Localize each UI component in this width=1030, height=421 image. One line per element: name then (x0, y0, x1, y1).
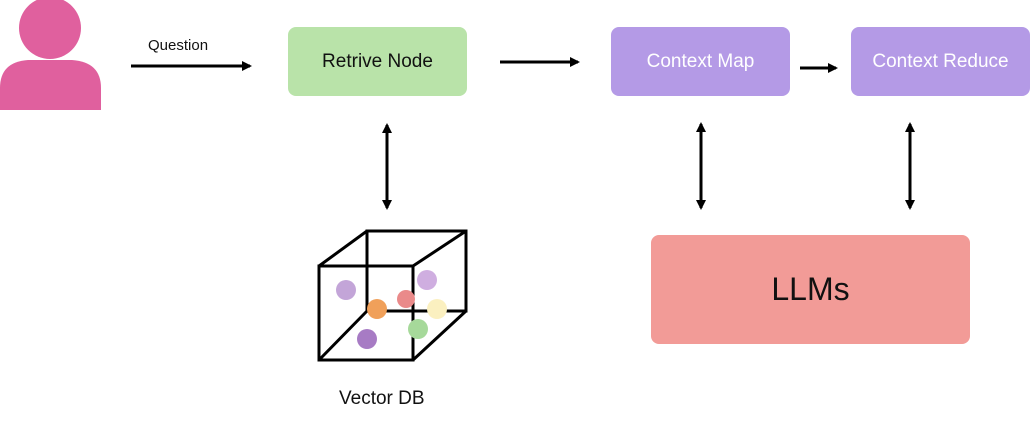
vector-point (408, 319, 428, 339)
retrieve-node: Retrive Node (288, 27, 467, 96)
vector-points (336, 270, 447, 349)
vector-point (397, 290, 415, 308)
vector-point (367, 299, 387, 319)
question-edge-label: Question (148, 37, 209, 54)
context-map-node: Context Map (611, 27, 790, 96)
context-reduce-node-label: Context Reduce (872, 50, 1009, 72)
llms-node: LLMs (651, 235, 970, 344)
vector-point (427, 299, 447, 319)
vector-point (417, 270, 437, 290)
user-icon (0, 0, 101, 110)
context-map-node-label: Context Map (646, 50, 755, 72)
llms-node-label: LLMs (771, 271, 850, 307)
vector-database-cube-icon (317, 229, 468, 362)
vector-point (357, 329, 377, 349)
retrieve-node-label: Retrive Node (322, 50, 433, 72)
vector-db-label: Vector DB (339, 388, 425, 409)
vector-point (336, 280, 356, 300)
context-reduce-node: Context Reduce (851, 27, 1030, 96)
